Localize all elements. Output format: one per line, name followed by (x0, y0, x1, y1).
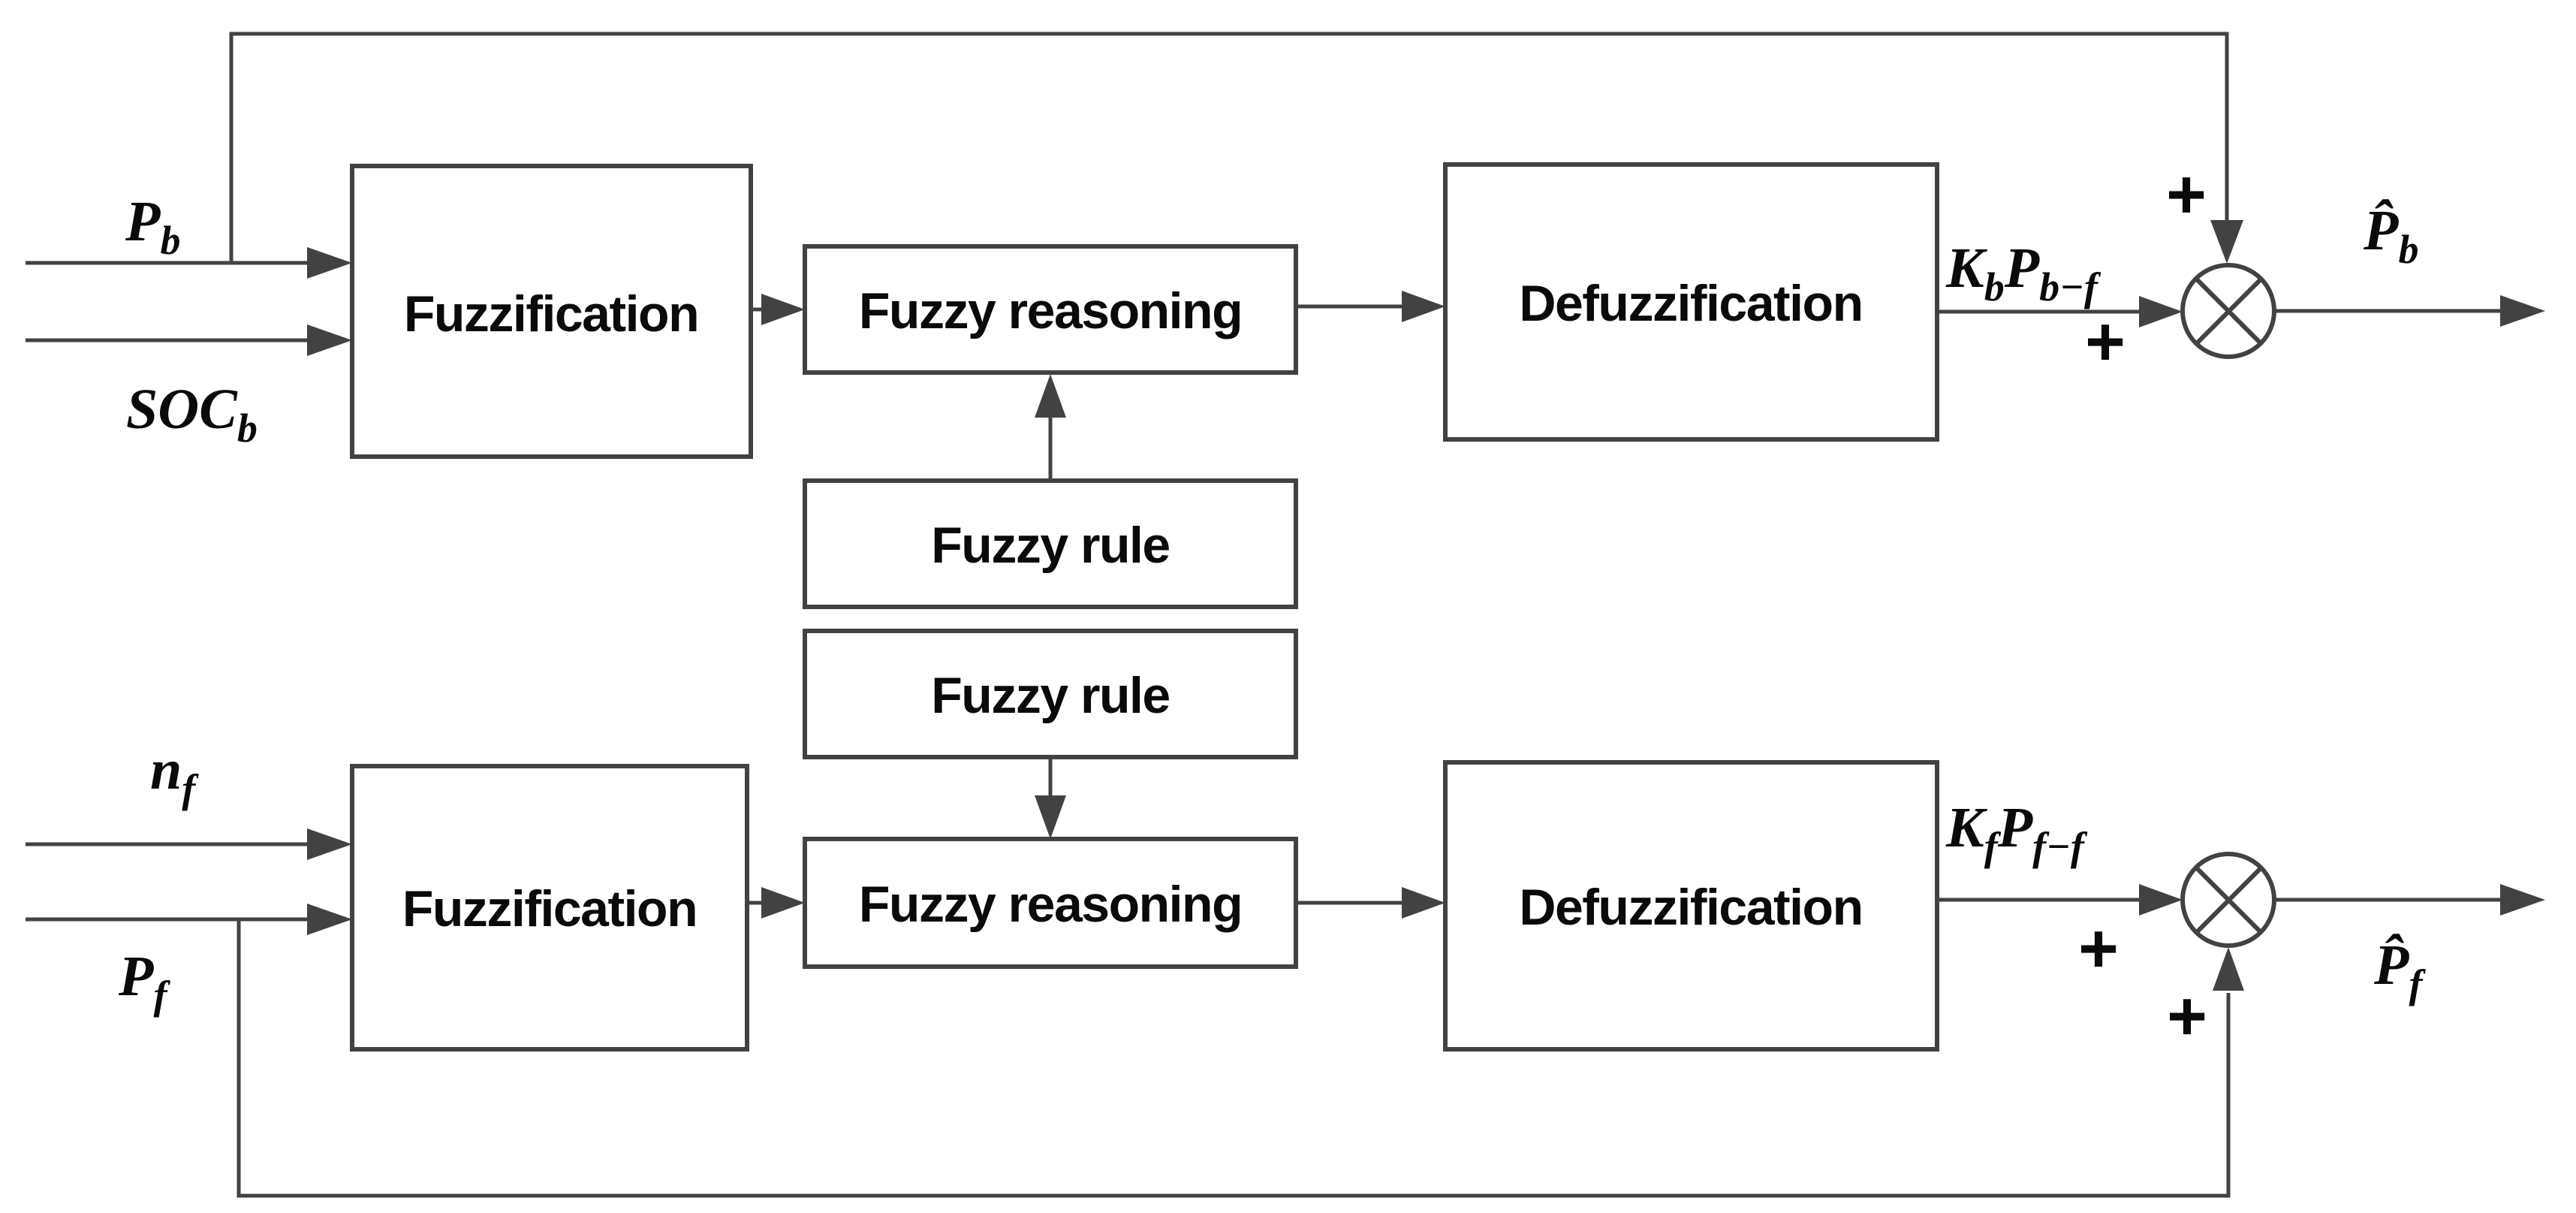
fuzzification-bottom-box (350, 764, 749, 1052)
gain-top-label: KbPb−f (1945, 237, 2101, 309)
gain-bottom-label: KfPf−f (1945, 796, 2088, 869)
reasoning-to-defuzz-bottom-arrowhead-icon (1402, 887, 1445, 919)
output-bottom-arrowhead-icon (2500, 884, 2545, 916)
sum-junction-bottom-chord-2 (2194, 865, 2264, 935)
defuzz-to-junction-bottom-arrowhead-icon (2139, 884, 2183, 916)
reasoning-to-defuzz-top-arrowhead-icon (1402, 291, 1445, 322)
pf-input-label: Pf (118, 945, 170, 1018)
fuzzification-bottom-label: Fuzzification (402, 880, 697, 937)
plus-sign-top-input: + (2085, 303, 2126, 380)
defuzzification-top-box (1443, 162, 1939, 442)
fuzzy-reasoning-bottom-box (803, 837, 1298, 969)
defuzzification-bottom-label: Defuzzification (1519, 879, 1862, 936)
top-feedback-line (229, 32, 2229, 263)
output-top-arrowhead-icon (2500, 295, 2545, 327)
fuzzy-rule-lower-label: Fuzzy rule (931, 667, 1170, 724)
pb-input-label: Pb (125, 190, 180, 263)
rule-to-reasoning-top-arrowhead-icon (1035, 374, 1066, 418)
socb-input-arrowhead-icon (307, 324, 352, 356)
nf-input-arrowhead-icon (307, 828, 352, 860)
sum-junction-top (2180, 263, 2276, 359)
output-bottom-label: P̂f (2373, 934, 2426, 1006)
plus-sign-bottom-feedback: + (2167, 978, 2207, 1055)
sum-junction-top-chord-2 (2194, 276, 2264, 346)
fuzzification-top-box (350, 164, 753, 459)
fuzzy-rule-upper-box (803, 478, 1298, 609)
nf-input-label: nf (150, 738, 199, 811)
defuzzification-bottom-box (1443, 760, 1939, 1052)
rule-to-reasoning-bottom-arrowhead-icon (1035, 795, 1066, 839)
fuzzy-reasoning-top-box (803, 244, 1298, 375)
fuzzy-rule-lower-box (803, 629, 1298, 759)
fuzzy-rule-upper-label: Fuzzy rule (931, 517, 1170, 574)
top-feedback-arrowhead-icon (2210, 220, 2243, 264)
fuzzification-top-label: Fuzzification (404, 285, 698, 342)
defuzz-to-junction-top-arrowhead-icon (2139, 296, 2183, 327)
plus-sign-bottom-input: + (2078, 910, 2119, 987)
fuzz-to-reasoning-top-arrowhead-icon (761, 294, 805, 325)
pf-input-arrowhead-icon (307, 904, 352, 935)
fuzzy-reasoning-top-label: Fuzzy reasoning (859, 282, 1242, 339)
bottom-feedback-arrowhead-icon (2213, 947, 2244, 991)
socb-input-label: SOCb (126, 378, 258, 451)
pb-input-arrowhead-icon (307, 247, 352, 279)
bottom-feedback-line (237, 919, 2231, 1198)
fuzz-to-reasoning-bottom-arrowhead-icon (761, 887, 805, 919)
output-top-label: P̂b (2363, 199, 2418, 272)
defuzzification-top-label: Defuzzification (1519, 275, 1862, 332)
fuzzy-reasoning-bottom-label: Fuzzy reasoning (859, 876, 1242, 933)
plus-sign-top-feedback: + (2166, 156, 2207, 233)
sum-junction-bottom (2180, 852, 2276, 948)
